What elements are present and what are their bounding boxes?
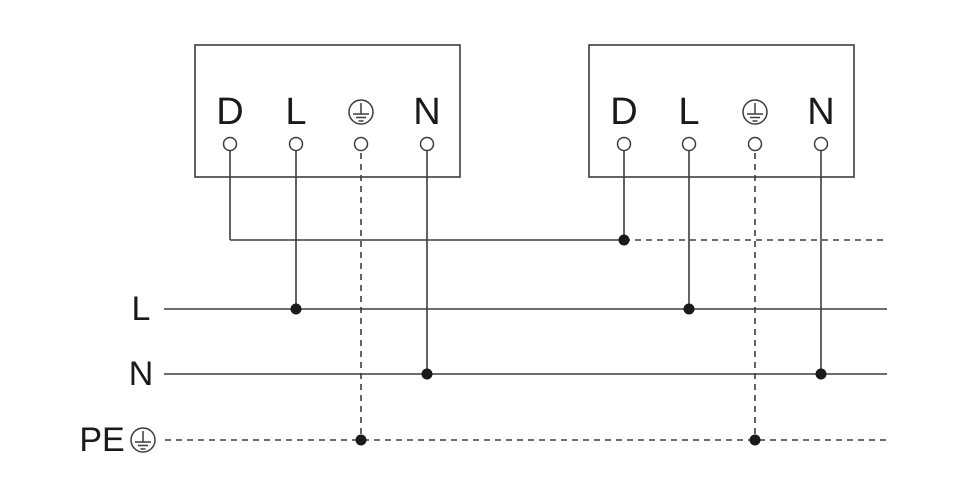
device-2-terminal-L-label: L [678, 91, 699, 133]
device-2-terminal-D-circle [616, 136, 632, 152]
pe-earth-icon [130, 427, 156, 453]
device-1-terminal-N-label: N [413, 91, 440, 133]
device-1-terminal-D-circle [222, 136, 238, 152]
device-2-earth-icon-circle [742, 99, 768, 125]
device-1-terminal-D-label: D [216, 91, 243, 133]
junction-dot [749, 434, 761, 446]
device-2-earth-icon [742, 99, 768, 125]
junction-dot [618, 234, 630, 246]
device-2-terminal-PE-circle [747, 136, 763, 152]
junction-dot [355, 434, 367, 446]
device-1-box [194, 44, 461, 178]
junction-dot [815, 368, 827, 380]
device-1-terminal-L-label: L [285, 91, 306, 133]
bus-label-L: L [132, 290, 151, 328]
device-2-terminal-L-circle [681, 136, 697, 152]
bus-label-PE: PE [79, 421, 124, 459]
device-1-terminal-N-circle [419, 136, 435, 152]
junction-dot [421, 368, 433, 380]
device-2-terminal-D-label: D [610, 91, 637, 133]
device-2-terminal-N-circle [813, 136, 829, 152]
device-1-earth-icon [348, 99, 374, 125]
junction-dot [290, 303, 302, 315]
pe-earth-icon-circle [130, 427, 156, 453]
device-2-box [588, 44, 855, 178]
junction-dot [683, 303, 695, 315]
bus-label-N: N [129, 355, 154, 393]
device-1-terminal-PE-circle [353, 136, 369, 152]
device-1-terminal-L-circle [288, 136, 304, 152]
device-1-earth-icon-circle [348, 99, 374, 125]
device-2-terminal-N-label: N [807, 91, 834, 133]
